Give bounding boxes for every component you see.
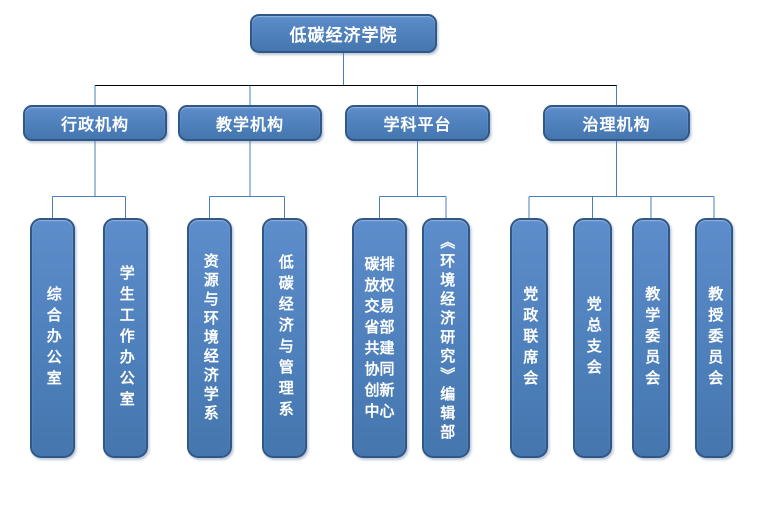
leaf-node-general-office: 综合办公室: [30, 218, 75, 458]
group-node-governance: 治理机构: [543, 105, 690, 141]
leaf-node-party-general-branch: 党总支会: [573, 218, 612, 458]
group-node-administrative: 行政机构: [23, 105, 167, 141]
leaf-node-label: 教学委员会: [643, 285, 661, 391]
leaf-node-label: 综合办公室: [44, 285, 62, 391]
leaf-node-low-carbon-econ-mgmt-dept: 低碳经济与管理系: [262, 218, 307, 458]
group-node-discipline-platform: 学科平台: [345, 105, 490, 141]
leaf-node-professors-committee: 教授委员会: [695, 218, 733, 458]
group-node-teaching: 教学机构: [178, 105, 322, 141]
leaf-node-resource-env-econ-dept: 资源与环境经济学系: [187, 218, 232, 458]
leaf-node-env-econ-research-editorial: 《环境经济研究》编辑部: [422, 218, 470, 458]
leaf-node-label: 学生工作办公室: [117, 264, 135, 412]
leaf-node-label: 碳排放权交易省部共建协同创新中心: [364, 256, 395, 420]
leaf-node-label: 党政联席会: [521, 285, 539, 391]
leaf-node-label: 资源与环境经济学系: [201, 252, 219, 424]
leaf-node-teaching-committee: 教学委员会: [632, 218, 670, 458]
leaf-node-student-affairs-office: 学生工作办公室: [103, 218, 148, 458]
leaf-node-label: 党总支会: [584, 296, 602, 380]
root-node-college: 低碳经济学院: [250, 14, 437, 53]
leaf-node-label: 《环境经济研究》编辑部: [438, 233, 456, 443]
leaf-node-label: 教授委员会: [706, 285, 724, 391]
leaf-node-carbon-trading-innovation-center: 碳排放权交易省部共建协同创新中心: [352, 218, 407, 458]
leaf-node-label: 低碳经济与管理系: [276, 254, 294, 422]
leaf-node-party-gov-joint-meeting: 党政联席会: [510, 218, 548, 458]
